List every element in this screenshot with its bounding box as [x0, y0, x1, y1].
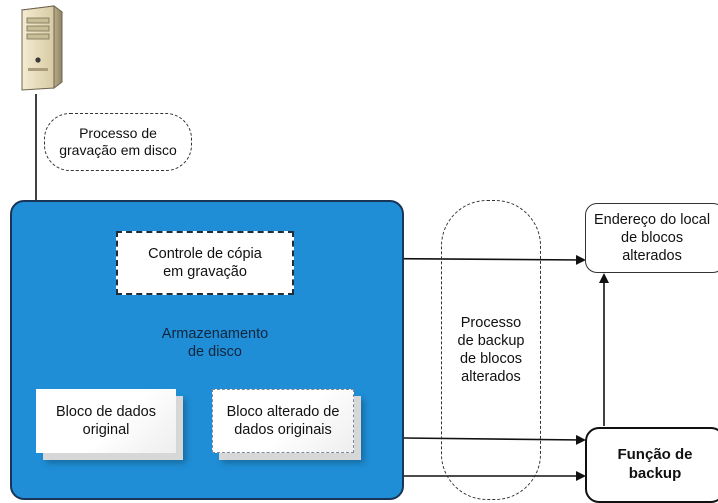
server-tower-icon [20, 5, 64, 91]
copy-control-box: Controle de cópia em gravação [116, 231, 294, 295]
original-block-text: Bloco de dados original [56, 403, 156, 438]
write-process-text: Processo de gravação em disco [59, 124, 177, 159]
address-box: Endereço do local de blocos alterados [585, 203, 718, 273]
copy-control-text: Controle de cópia em gravação [148, 245, 262, 280]
backup-function-box: Função de backup [585, 427, 718, 503]
altered-block-text: Bloco alterado de dados originais [226, 403, 340, 438]
storage-label-text: Armazenamento de disco [161, 325, 269, 360]
original-data-block: Bloco de dados original [36, 389, 176, 453]
backup-function-text: Função de backup [617, 446, 693, 482]
arrow-storage-to-backup-1 [403, 434, 586, 445]
backup-process-text: Processo de backup de blocos alterados [457, 314, 525, 386]
altered-data-block: Bloco alterado de dados originais [212, 389, 354, 453]
address-text: Endereço do local de blocos alterados [594, 211, 711, 265]
backup-process-label: Processo de backup de blocos alterados [441, 200, 541, 500]
storage-label: Armazenamento de disco [150, 320, 280, 366]
write-process-label: Processo de gravação em disco [44, 113, 192, 171]
